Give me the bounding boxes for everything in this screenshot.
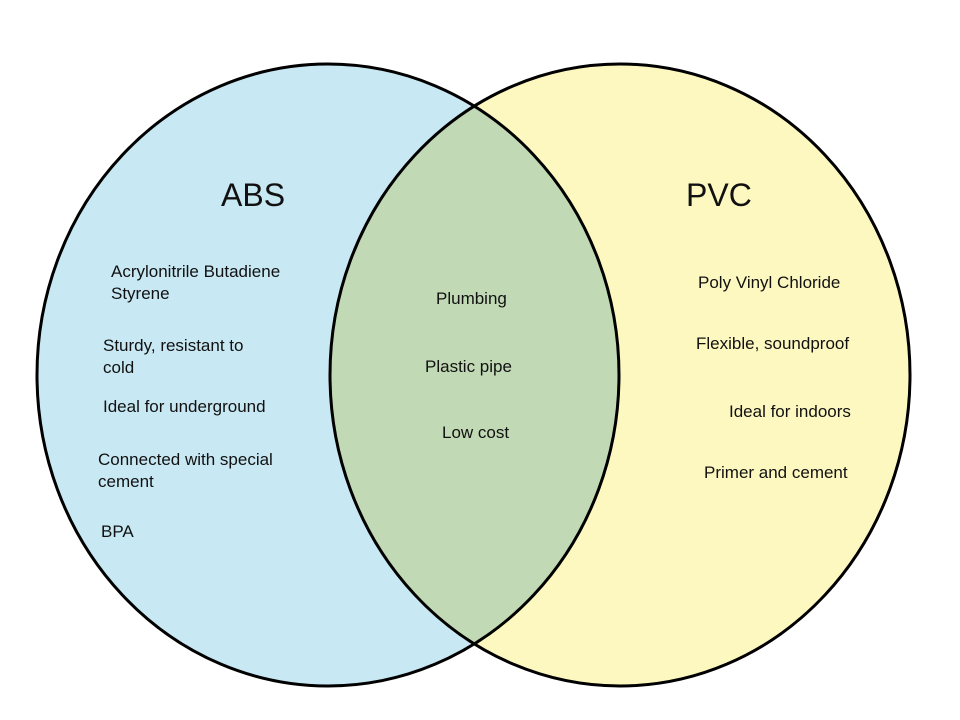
abs-item-line: Ideal for underground	[103, 397, 266, 416]
pvc-item: Flexible, soundproof	[696, 334, 850, 353]
overlap-item: Plumbing	[436, 289, 507, 308]
abs-item: Connected with special cement	[98, 449, 273, 493]
pvc-item: Poly Vinyl Chloride	[698, 273, 841, 292]
abs-circle-outline	[35, 62, 621, 688]
abs-item: BPA	[101, 521, 134, 543]
abs-title: ABS	[221, 177, 286, 213]
abs-item-line: BPA	[101, 522, 134, 541]
pvc-item: Ideal for indoors	[729, 402, 851, 421]
abs-item-line: Sturdy, resistant to	[103, 336, 244, 355]
abs-item-line: Connected with special	[98, 450, 273, 469]
pvc-title: PVC	[686, 177, 752, 213]
abs-item: Sturdy, resistant to cold	[103, 335, 243, 379]
abs-item: Acrylonitrile Butadiene Styrene	[111, 261, 280, 305]
pvc-circle-outline	[328, 62, 912, 688]
abs-item-line: cement	[98, 472, 154, 491]
abs-item-line: Styrene	[111, 284, 170, 303]
abs-item: Ideal for underground	[103, 396, 266, 418]
abs-item-line: Acrylonitrile Butadiene	[111, 262, 281, 281]
overlap-item: Plastic pipe	[425, 357, 512, 376]
abs-item-line: cold	[103, 358, 135, 377]
overlap-item: Low cost	[442, 423, 510, 442]
pvc-item: Primer and cement	[704, 463, 848, 482]
overlap-region	[330, 64, 619, 686]
